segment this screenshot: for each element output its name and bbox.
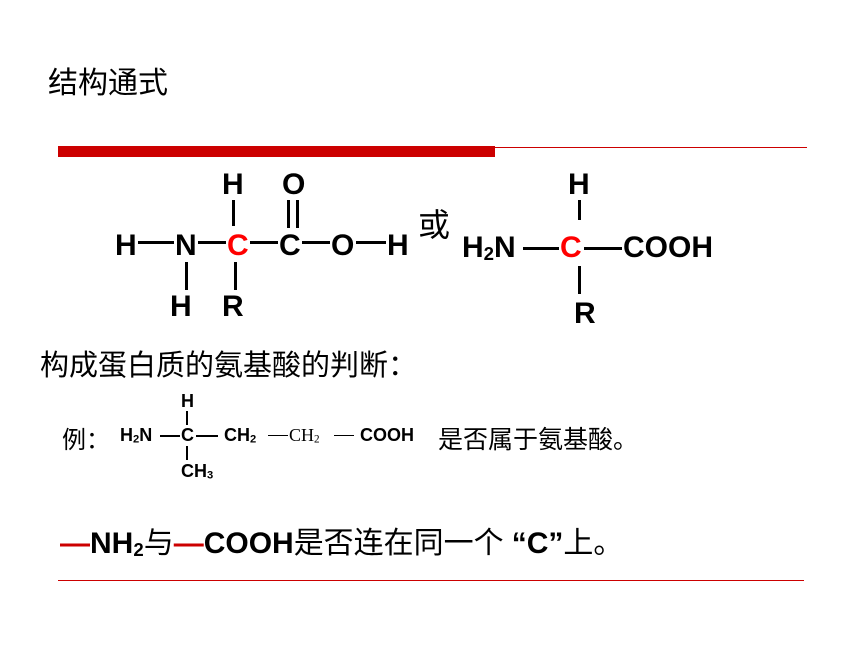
conclusion-nh2: NH2 xyxy=(90,527,144,560)
title-underline-thick xyxy=(58,146,495,157)
bond-h-n xyxy=(138,241,174,244)
atom-c-carboxyl: C xyxy=(279,229,301,262)
double-bond-left xyxy=(287,200,290,228)
example-bond-bottom xyxy=(186,446,188,460)
conclusion-dash-2: — xyxy=(173,527,204,560)
conclusion-with: 与 xyxy=(143,526,174,561)
example-ch3: CH3 xyxy=(181,461,214,482)
bond-c-r xyxy=(234,262,237,290)
title-underline-thin xyxy=(495,147,807,148)
bond-c-c xyxy=(250,241,278,244)
bond-c-o xyxy=(302,241,330,244)
bottom-divider xyxy=(58,580,804,581)
example-question: 是否属于氨基酸。 xyxy=(438,425,639,454)
conclusion-cooh: COOH xyxy=(203,527,294,560)
atom-o-top: O xyxy=(282,168,306,201)
double-bond-right xyxy=(296,200,299,228)
atom-c-alpha-2: C xyxy=(560,231,582,264)
amino-group: H2N xyxy=(462,231,516,264)
section-title: 构成蛋白质的氨基酸的判断： xyxy=(40,348,418,382)
example-c-center: C xyxy=(181,425,194,445)
atom-h-top-2: H xyxy=(568,168,590,201)
slide-title: 结构通式 xyxy=(48,66,168,101)
bond-n-c xyxy=(198,241,226,244)
conclusion-end: 上。 xyxy=(563,526,624,561)
conclusion-line: —NH2与—COOH是否连在同一个“C”上。 xyxy=(60,526,623,568)
atom-r-bottom: R xyxy=(222,290,244,323)
example-h-top: H xyxy=(181,391,194,411)
example-ch2-b: CH2 xyxy=(289,425,320,446)
bond-o-h xyxy=(356,241,386,244)
example-label: 例： xyxy=(62,426,110,454)
atom-o-hydroxyl: O xyxy=(331,229,355,262)
atom-c-alpha: C xyxy=(227,229,249,262)
bond-c-h-top xyxy=(232,200,235,226)
example-cooh: COOH xyxy=(360,425,414,445)
conclusion-text: 是否连在同一个 xyxy=(293,526,504,561)
example-bond-n-c xyxy=(160,435,180,437)
bond-n-h-bottom xyxy=(185,262,188,290)
conclusion-dash-1: — xyxy=(60,527,90,560)
example-ch2-a: CH2 xyxy=(224,425,257,446)
atom-h-hydroxyl: H xyxy=(387,229,409,262)
carboxyl-group: COOH xyxy=(623,231,713,264)
conclusion-quote-c: “C” xyxy=(511,527,564,560)
example-bond-top xyxy=(186,411,188,425)
atom-h-left: H xyxy=(115,229,137,262)
example-bond-c-ch2 xyxy=(196,435,218,437)
bond-c-h-top-2 xyxy=(578,200,581,220)
bond-n-c-2 xyxy=(523,247,559,250)
atom-n: N xyxy=(175,229,197,262)
bond-c-r-2 xyxy=(578,266,581,294)
bond-c-cooh xyxy=(584,247,622,250)
atom-h-top: H xyxy=(222,168,244,201)
example-bond-ch2-cooh xyxy=(334,435,354,436)
atom-r-bottom-2: R xyxy=(574,297,596,330)
example-bond-ch2-ch2 xyxy=(268,435,288,436)
or-connector: 或 xyxy=(418,206,451,244)
example-amino: H2N xyxy=(120,425,153,446)
atom-h-bottom: H xyxy=(170,290,192,323)
